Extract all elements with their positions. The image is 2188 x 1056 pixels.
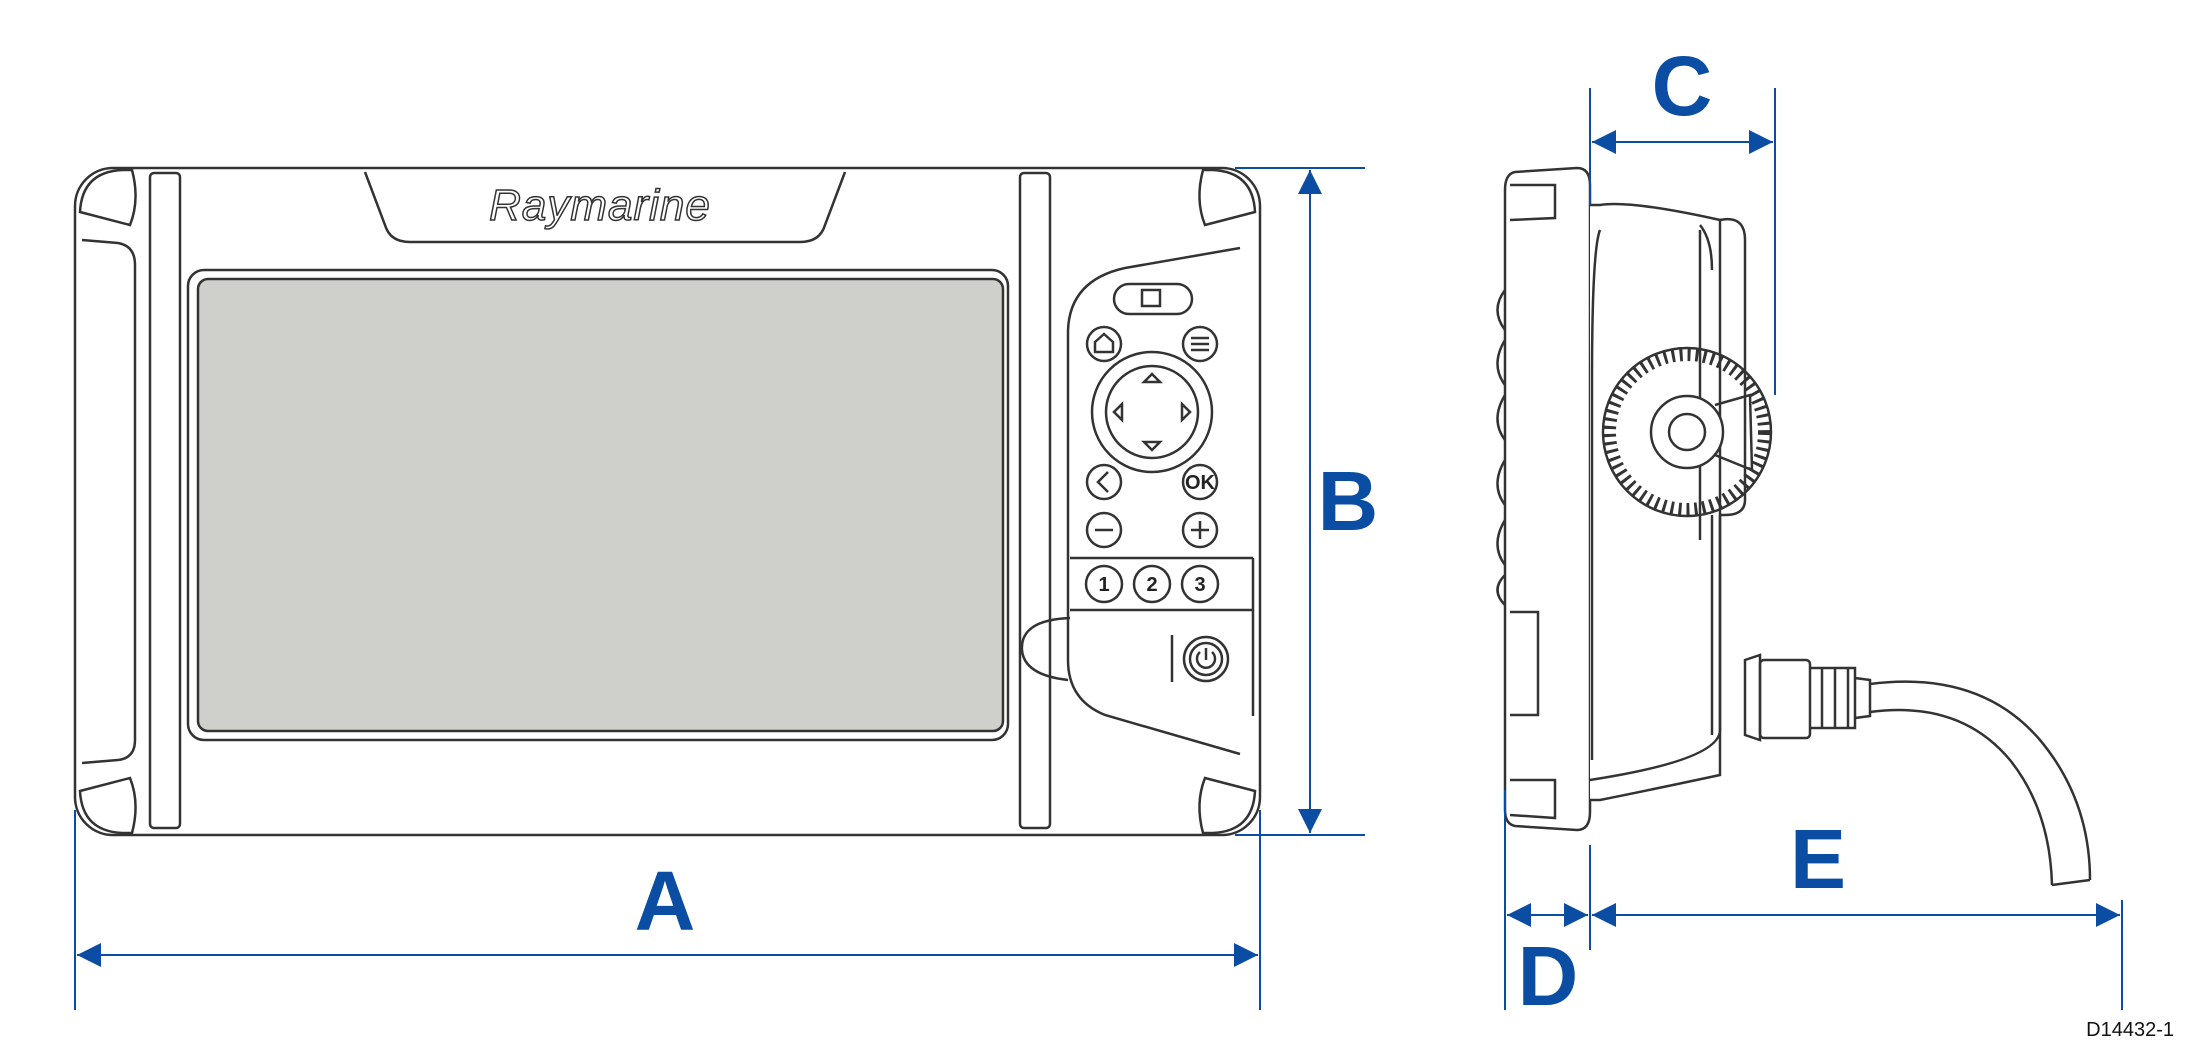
corner-tab (1198, 776, 1257, 835)
rear-curve-inner (1699, 224, 1714, 271)
waypoint-button[interactable] (1112, 282, 1194, 316)
ok-label: OK (1185, 472, 1216, 494)
bezel-tab-middle (1510, 610, 1540, 717)
minus-button[interactable] (1085, 511, 1123, 549)
dimension-labels: A B C D E (635, 39, 1846, 1023)
left-grip (81, 238, 137, 765)
menu-icon (1191, 336, 1209, 352)
keypad-panel (1066, 246, 1241, 756)
corner-tab (1198, 168, 1257, 227)
front-view (73, 166, 1262, 837)
mount-arm (1714, 393, 1754, 472)
power-bump (1020, 616, 1071, 682)
back-icon (1096, 471, 1109, 493)
button-1[interactable] (1084, 564, 1124, 604)
right-rail (1018, 171, 1052, 830)
power-button[interactable] (1182, 635, 1230, 683)
cable (1869, 680, 2092, 881)
side-bezel (1503, 166, 1592, 832)
brand-logo: Raymarine (489, 181, 711, 230)
plus-button[interactable] (1181, 511, 1219, 549)
rear-body (1590, 202, 1722, 802)
rear-curve-body (1589, 515, 1722, 782)
rear-panel (1698, 230, 1714, 735)
rear-edge (1590, 229, 1602, 760)
mount-knob (1602, 347, 1772, 517)
directional-pad-inner (1104, 364, 1200, 460)
side-view (1496, 166, 2092, 887)
bezel-tab-top (1509, 183, 1557, 222)
dimension-d-label: D (1518, 929, 1579, 1023)
bezel-tab-bottom (1509, 778, 1557, 820)
connector-base (1743, 653, 1762, 742)
button-1-label: 1 (1098, 574, 1109, 596)
cable-end (2051, 878, 2091, 887)
left-rail (148, 171, 182, 830)
power-icon (1195, 648, 1217, 669)
corner-tab (78, 776, 137, 835)
home-button[interactable] (1085, 325, 1123, 363)
keypad-divider (1070, 556, 1255, 716)
left-arrow-icon (1112, 400, 1124, 424)
extension-line (1504, 790, 2123, 1010)
dimension-a-label: A (635, 854, 696, 948)
button-3-label: 3 (1194, 574, 1205, 596)
dimension-b-label: B (1318, 454, 1379, 548)
brand-bump (363, 171, 847, 244)
right-arrow-icon (1180, 400, 1192, 424)
corner-tab (78, 168, 137, 227)
dimension-lines (74, 88, 2123, 1010)
mount-knob-center (1667, 412, 1707, 452)
home-icon (1093, 332, 1115, 354)
mount-knob-rim (1601, 346, 1773, 518)
connector-body (1758, 658, 1812, 740)
drawing-reference: D14432-1 (2086, 1019, 2174, 1041)
down-arrow-icon (1140, 440, 1164, 452)
dimension-e-label: E (1790, 812, 1846, 906)
extension-line (1589, 88, 1776, 395)
extension-line (1235, 167, 1365, 836)
power-button-inner (1188, 641, 1224, 677)
dimension-c-label: C (1652, 39, 1713, 133)
up-arrow-icon (1140, 372, 1164, 384)
side-buttons (1496, 289, 1507, 606)
rear-cover (1719, 217, 1747, 517)
flag-icon (1140, 288, 1162, 308)
plus-icon (1191, 521, 1209, 539)
back-button[interactable] (1085, 463, 1123, 501)
button-3[interactable] (1180, 564, 1220, 604)
extension-line (74, 810, 1261, 1010)
connector-ribs (1810, 666, 1872, 730)
ok-button[interactable] (1181, 463, 1219, 501)
cable (1869, 708, 2054, 886)
screen-bezel (186, 268, 1010, 742)
button-2[interactable] (1132, 564, 1172, 604)
screen (196, 277, 1005, 733)
menu-button[interactable] (1181, 325, 1219, 363)
button-2-label: 2 (1146, 574, 1157, 596)
directional-pad[interactable] (1090, 350, 1214, 474)
mount-knob-hub (1649, 394, 1725, 470)
